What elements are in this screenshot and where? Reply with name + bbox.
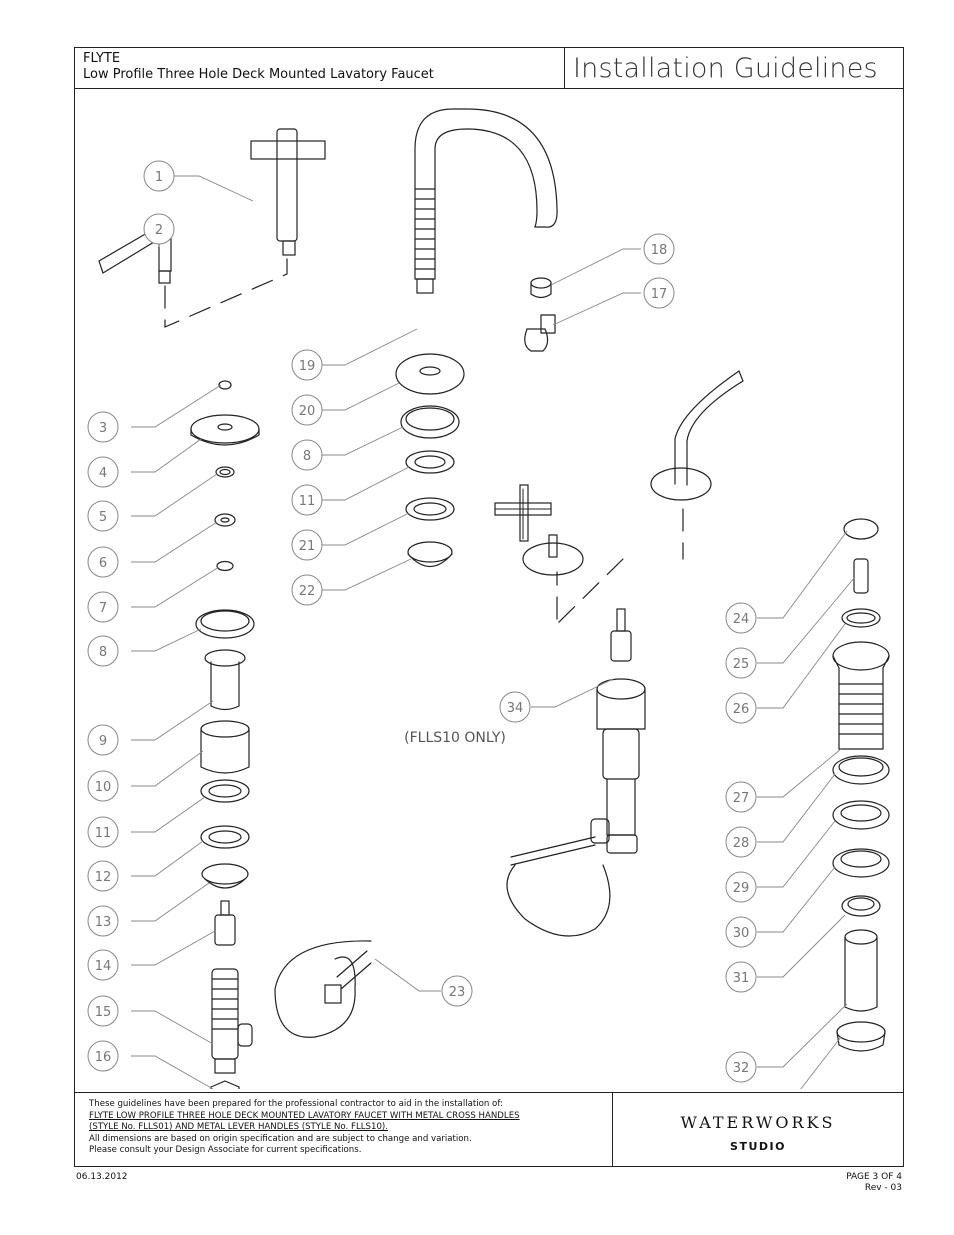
callout-bubble bbox=[87, 949, 119, 981]
callout-bubble bbox=[725, 916, 757, 948]
callout-number: 30 bbox=[733, 926, 750, 941]
callout-number: 15 bbox=[95, 1005, 112, 1020]
callout-bubble bbox=[87, 770, 119, 802]
callout-number: 23 bbox=[449, 985, 466, 1000]
product-name: Low Profile Three Hole Deck Mounted Lava… bbox=[83, 67, 434, 82]
callout-bubble bbox=[87, 591, 119, 623]
callout-bubble bbox=[87, 816, 119, 848]
drawing-sheet: FLYTE Low Profile Three Hole Deck Mounte… bbox=[74, 47, 904, 1167]
callout-bubble bbox=[291, 484, 323, 516]
page-title: Installation Guidelines bbox=[573, 52, 878, 84]
brand-name: FLYTE bbox=[83, 51, 121, 66]
callout-number: 4 bbox=[99, 466, 107, 481]
callout-bubble bbox=[725, 647, 757, 679]
callout-bubble bbox=[725, 1051, 757, 1083]
callout-number: 19 bbox=[299, 359, 316, 374]
footer-logo: WATERWORKS STUDIO bbox=[613, 1092, 903, 1166]
footer-notes: These guidelines have been prepared for … bbox=[75, 1092, 613, 1166]
callout-number: 29 bbox=[733, 881, 750, 896]
callout-number: 2 bbox=[155, 223, 163, 238]
callout-bubble bbox=[143, 213, 175, 245]
callout-number: 21 bbox=[299, 539, 316, 554]
callout-number: 11 bbox=[95, 826, 112, 841]
page-number: PAGE 3 OF 4 bbox=[846, 1172, 902, 1182]
callout-bubble bbox=[291, 529, 323, 561]
callout-number: 22 bbox=[299, 584, 316, 599]
callout-bubble bbox=[291, 349, 323, 381]
callout-bubble bbox=[725, 692, 757, 724]
callout-bubble bbox=[725, 826, 757, 858]
callout-bubble bbox=[725, 781, 757, 813]
callout-bubble bbox=[291, 439, 323, 471]
callout-number: 20 bbox=[299, 404, 316, 419]
callout-number: 26 bbox=[733, 702, 750, 717]
footer-line-5: Please consult your Design Associate for… bbox=[89, 1145, 362, 1156]
callout-bubble bbox=[725, 602, 757, 634]
callout-number: 11 bbox=[299, 494, 316, 509]
callout-bubble bbox=[291, 394, 323, 426]
callout-number: 8 bbox=[99, 645, 107, 660]
revision: Rev - 03 bbox=[864, 1183, 902, 1193]
footer-line-4: All dimensions are based on origin speci… bbox=[89, 1133, 472, 1144]
callout-number: 8 bbox=[303, 449, 311, 464]
callout-bubble bbox=[87, 635, 119, 667]
callout-number: 31 bbox=[733, 971, 750, 986]
callout-number: 32 bbox=[733, 1061, 750, 1076]
callout-number: 7 bbox=[99, 601, 107, 616]
callout-number: 34 bbox=[507, 701, 524, 716]
exploded-view-drawing: 1234567891011121314151617181920811212223… bbox=[87, 108, 890, 1089]
callout-bubble bbox=[87, 411, 119, 443]
callout-number: 27 bbox=[733, 791, 750, 806]
header-title-block: Installation Guidelines bbox=[565, 48, 903, 89]
callout-number: 24 bbox=[733, 612, 750, 627]
flls10-note: (FLLS10 ONLY) bbox=[404, 730, 506, 746]
callout-number: 25 bbox=[733, 657, 750, 672]
callout-number: 6 bbox=[99, 556, 107, 571]
footer-line-2: FLYTE LOW PROFILE THREE HOLE DECK MOUNTE… bbox=[89, 1110, 520, 1121]
callout-bubble bbox=[143, 160, 175, 192]
part-cross-handle bbox=[250, 128, 326, 256]
footer-line-1: These guidelines have been prepared for … bbox=[89, 1099, 503, 1109]
callout-bubble bbox=[291, 574, 323, 606]
callout-bubble bbox=[499, 691, 531, 723]
callout-bubble bbox=[87, 724, 119, 756]
callout-bubble bbox=[725, 871, 757, 903]
page-info: PAGE 3 OF 4 Rev - 03 bbox=[846, 1172, 902, 1194]
callout-bubble bbox=[441, 975, 473, 1007]
callout-number: 13 bbox=[95, 915, 112, 930]
callout-bubble bbox=[643, 233, 675, 265]
callout-bubble bbox=[87, 456, 119, 488]
callout-bubble bbox=[643, 277, 675, 309]
callout-number: 9 bbox=[99, 734, 107, 749]
callout-number: 3 bbox=[99, 421, 107, 436]
callout-number: 18 bbox=[651, 243, 668, 258]
callout-number: 10 bbox=[95, 780, 112, 795]
callout-number: 5 bbox=[99, 510, 107, 525]
callout-number: 1 bbox=[155, 170, 163, 185]
callout-bubble bbox=[87, 905, 119, 937]
callout-number: 17 bbox=[651, 287, 668, 302]
callout-bubble bbox=[87, 860, 119, 892]
footer-line-3: (STYLE No. FLLS01) AND METAL LEVER HANDL… bbox=[89, 1122, 388, 1133]
logo-waterworks: WATERWORKS bbox=[680, 1113, 836, 1132]
callout-number: 28 bbox=[733, 836, 750, 851]
callout-bubble bbox=[87, 995, 119, 1027]
logo-studio: STUDIO bbox=[730, 1140, 786, 1153]
callout-bubble bbox=[725, 961, 757, 993]
callout-number: 16 bbox=[95, 1050, 112, 1065]
callout-bubble bbox=[87, 1040, 119, 1072]
callout-number: 14 bbox=[95, 959, 112, 974]
callout-bubble bbox=[87, 546, 119, 578]
issue-date: 06.13.2012 bbox=[76, 1172, 128, 1182]
callout-number: 12 bbox=[95, 870, 112, 885]
callout-bubble bbox=[87, 500, 119, 532]
header-product-block: FLYTE Low Profile Three Hole Deck Mounte… bbox=[75, 48, 565, 89]
